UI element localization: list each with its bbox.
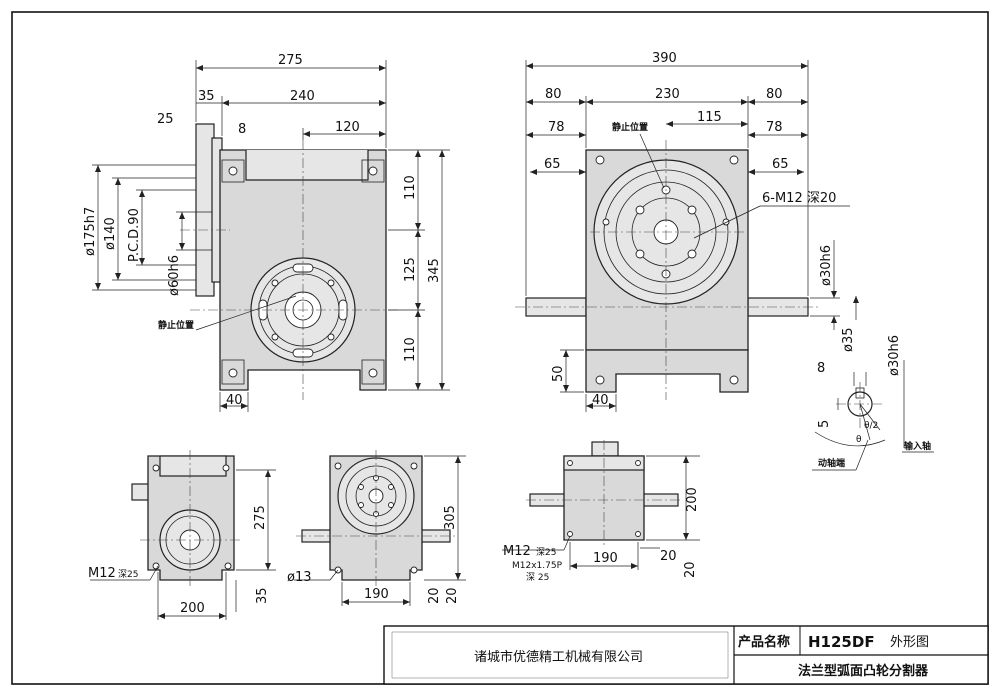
bv1-depth: 深25: [118, 569, 138, 580]
title-block: [383, 625, 989, 685]
bv3-tap: M12: [503, 544, 531, 559]
fv-dim-40: 40: [226, 393, 243, 408]
bv3-dim-190: 190: [593, 551, 618, 566]
fv-dim-345: 345: [427, 258, 442, 283]
bv3-note2: 深 25: [526, 572, 549, 583]
sv-dim-50: 50: [551, 365, 566, 382]
detail-theta: θ: [856, 435, 862, 445]
sv-dim-80-left: 80: [545, 87, 562, 102]
drawing-type: 外形图: [890, 635, 929, 650]
detail-dim-8: 8: [817, 361, 825, 376]
sv-hub-dia: ø35: [841, 328, 856, 353]
sv-dim-78-left: 78: [548, 120, 565, 135]
fv-stop-label: 静止位置: [158, 319, 194, 331]
fv-dia-175: ø175h7: [83, 207, 98, 256]
detail-dim-5: 5: [817, 420, 832, 428]
sv-dim-80-right: 80: [766, 87, 783, 102]
bv2-dim-20a: 20: [427, 587, 442, 604]
bv1-dim-200: 200: [180, 601, 205, 616]
bv2-dim-190: 190: [364, 587, 389, 602]
fv-dim-240: 240: [290, 89, 315, 104]
fv-dia-60: ø60h6: [167, 255, 182, 296]
sv-shaft-dia: ø30h6: [819, 245, 834, 286]
sv-tap-label: 6-M12 深20: [762, 191, 836, 206]
product-label: 产品名称: [738, 634, 790, 650]
company-name: 诸城市优德精工机械有限公司: [474, 649, 643, 665]
sv-dim-65-right: 65: [772, 157, 789, 172]
fv-dim-120: 120: [335, 120, 360, 135]
sv-dim-78-right: 78: [766, 120, 783, 135]
detail-theta-half: θ/2: [864, 421, 878, 431]
fv-dim-110-bot: 110: [403, 337, 418, 362]
bv1-tap: M12: [88, 566, 116, 581]
model-number: H125DF: [808, 633, 875, 651]
bv2-dim-20b: 20: [445, 587, 460, 604]
product-name: 法兰型弧面凸轮分割器: [798, 663, 929, 679]
bv3-dim-20a: 20: [660, 549, 677, 564]
fv-dim-275: 275: [278, 53, 303, 68]
sv-dim-390: 390: [652, 51, 677, 66]
sv-dim-40: 40: [592, 393, 609, 408]
bottom-view-1: [90, 450, 276, 620]
fv-dim-35: 35: [198, 89, 215, 104]
shaft-detail: [812, 360, 934, 471]
fv-dim-8: 8: [238, 122, 246, 137]
fv-pcd-90: P.C.D.90: [127, 208, 142, 262]
bv3-dim-200: 200: [685, 487, 700, 512]
fv-dia-140: ø140: [103, 217, 118, 250]
bv1-dim-275: 275: [253, 505, 268, 530]
front-view: [92, 60, 450, 412]
bv1-dim-35: 35: [255, 587, 270, 604]
fv-dim-125: 125: [403, 257, 418, 282]
detail-input-label: 输入轴: [904, 440, 931, 452]
side-view: [515, 60, 859, 412]
bv2-dim-305: 305: [443, 505, 458, 530]
detail-shaft-dia: ø30h6: [887, 335, 902, 376]
bottom-view-2: [294, 450, 466, 606]
sv-dim-230: 230: [655, 87, 680, 102]
fv-dim-25: 25: [157, 112, 174, 127]
sv-dim-115: 115: [697, 110, 722, 125]
bv2-hole: ø13: [287, 570, 312, 585]
sv-dim-65-left: 65: [544, 157, 561, 172]
bv3-note1: M12x1.75P: [512, 561, 563, 571]
fv-dim-110-top: 110: [403, 175, 418, 200]
bv3-dim-20b: 20: [683, 561, 698, 578]
detail-driven-label: 动轴端: [818, 457, 845, 469]
sv-stop-label: 静止位置: [612, 121, 648, 133]
bottom-view-3: [502, 440, 700, 570]
bv3-depth: 深25: [536, 547, 556, 558]
